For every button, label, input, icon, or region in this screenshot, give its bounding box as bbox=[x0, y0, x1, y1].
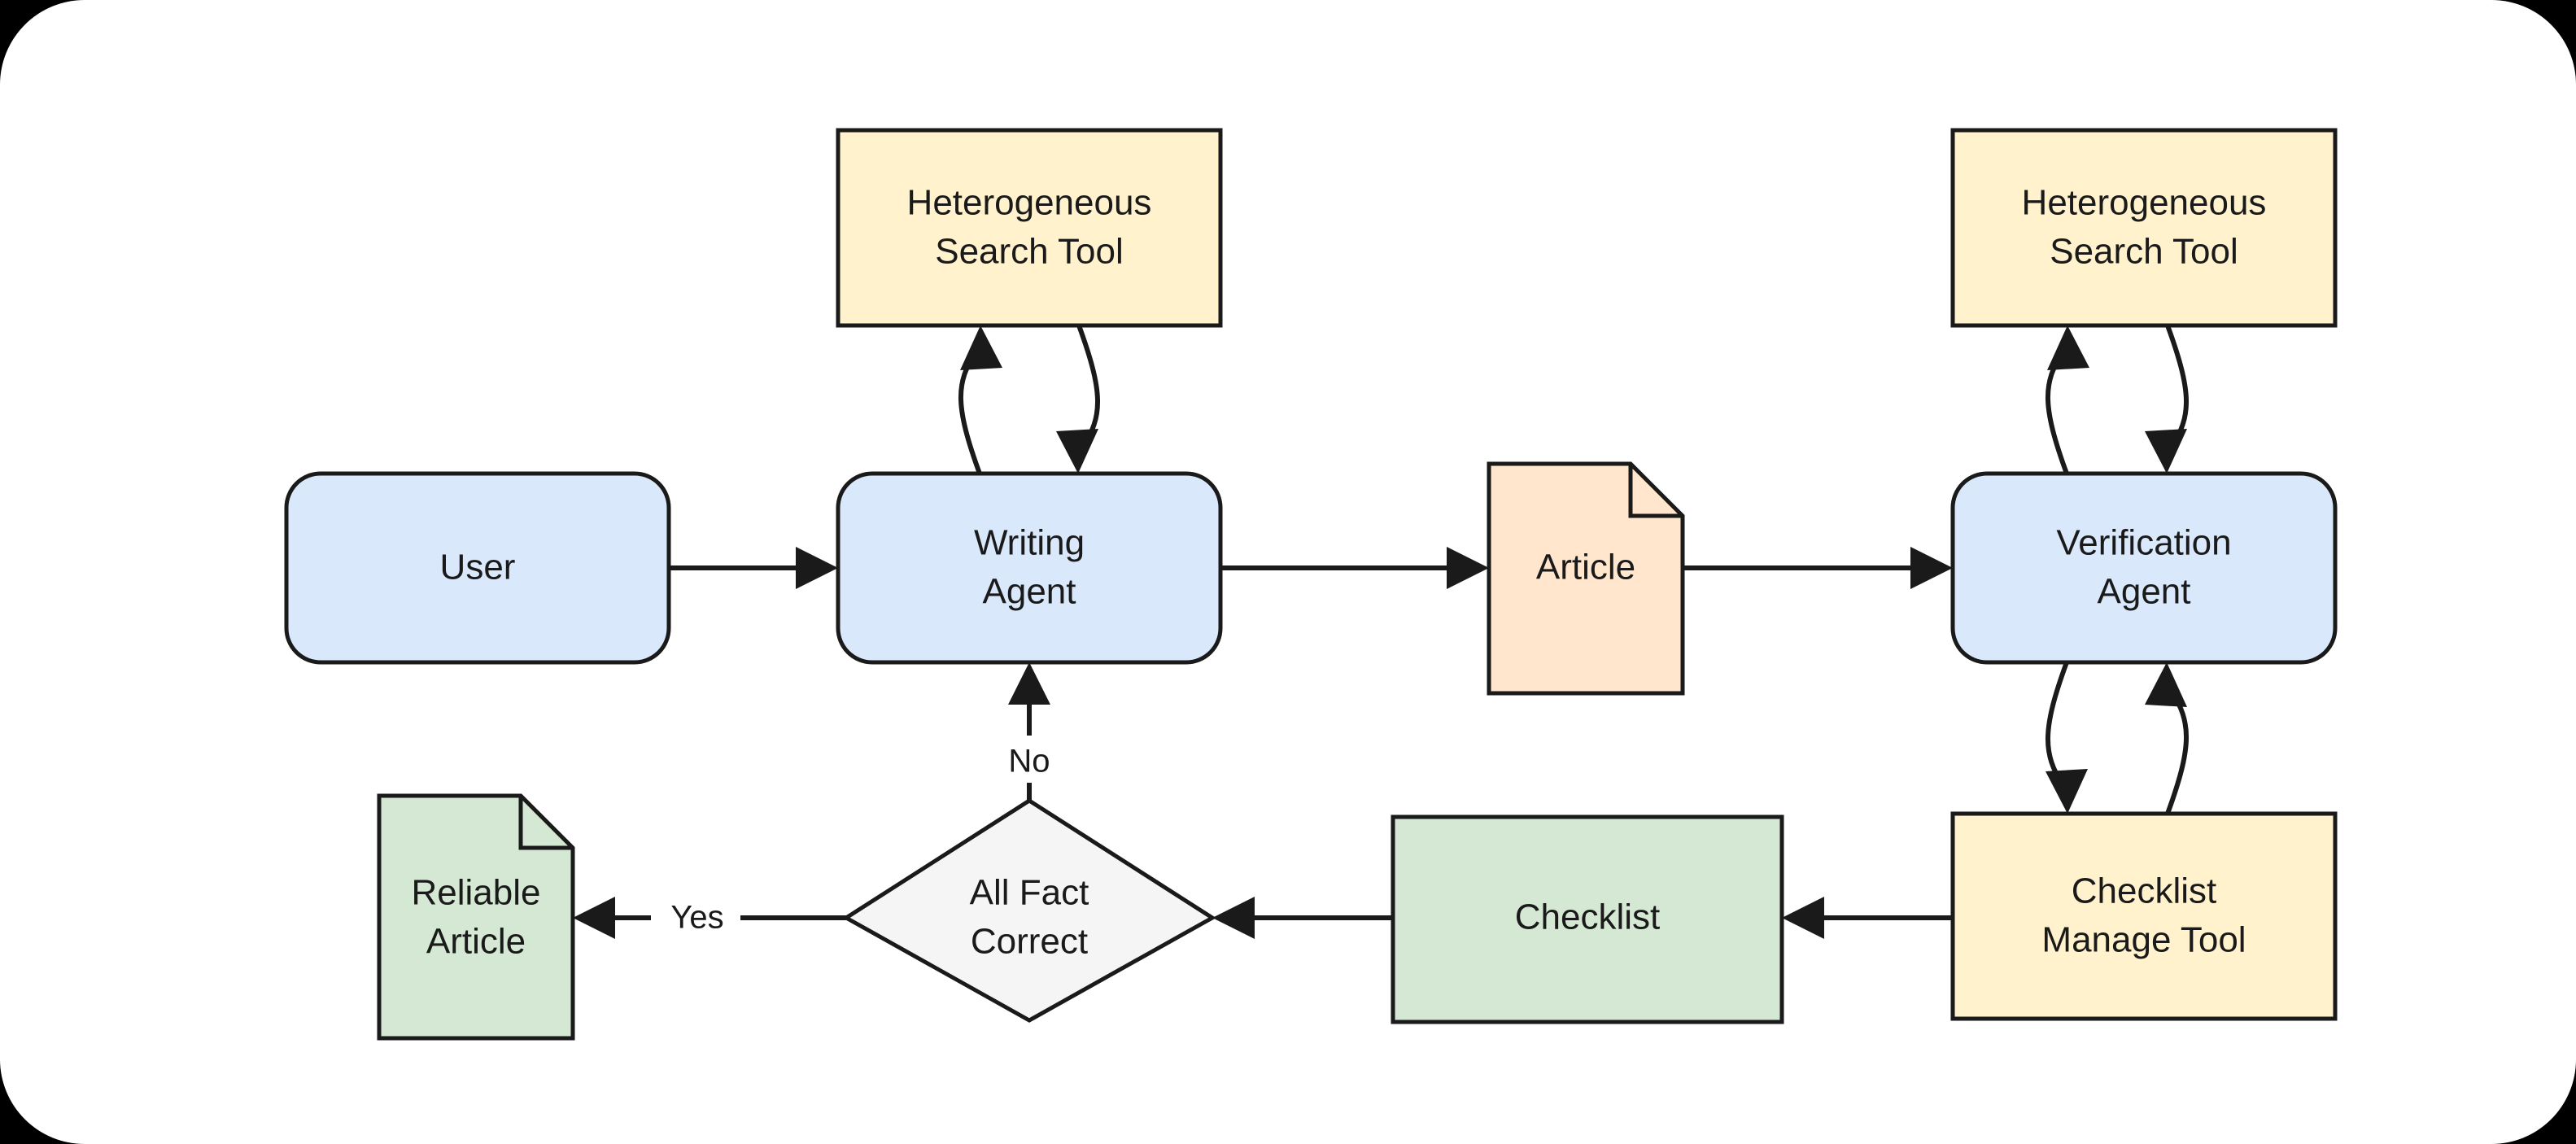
node-user-label: User bbox=[440, 548, 516, 587]
node-verification-agent[interactable]: Verification Agent bbox=[1950, 471, 2338, 665]
node-all-fact-correct-label-line1: All Fact bbox=[970, 873, 1089, 913]
node-article-label: Article bbox=[1536, 548, 1635, 587]
node-reliable-article-label-line2: Article bbox=[426, 922, 526, 962]
edge-checklist-to-decision[interactable] bbox=[1212, 897, 1393, 939]
edge-label-yes: Yes bbox=[670, 900, 723, 936]
edge-decision-to-writing-agent[interactable]: No bbox=[1008, 662, 1050, 801]
edge-search-tool-to-writing-agent[interactable] bbox=[1056, 324, 1100, 474]
edge-label-no: No bbox=[1008, 744, 1050, 779]
edge-article-to-verification-agent[interactable] bbox=[1683, 547, 1953, 589]
node-search-tool-left[interactable]: Heterogeneous Search Tool bbox=[836, 128, 1223, 328]
node-writing-agent-label-line1: Writing bbox=[974, 523, 1085, 563]
edge-checklist-tool-to-checklist[interactable] bbox=[1782, 897, 1953, 939]
edges-layer: Yes No bbox=[573, 324, 2189, 939]
node-user[interactable]: User bbox=[284, 471, 671, 665]
edge-writing-agent-to-article[interactable] bbox=[1220, 547, 1489, 589]
node-search-tool-right-label-line2: Search Tool bbox=[2050, 232, 2238, 272]
node-checklist-label: Checklist bbox=[1515, 897, 1661, 937]
edge-verification-agent-to-search-tool[interactable] bbox=[2046, 325, 2089, 475]
edge-user-to-writing-agent[interactable] bbox=[669, 547, 838, 589]
node-search-tool-left-label-line1: Heterogeneous bbox=[907, 183, 1152, 223]
node-verification-agent-label-line1: Verification bbox=[2056, 523, 2231, 563]
node-verification-agent-label-line2: Agent bbox=[2098, 572, 2191, 612]
node-checklist-manage-tool-label-line2: Manage Tool bbox=[2041, 920, 2246, 960]
edge-search-tool-to-verification-agent[interactable] bbox=[2145, 324, 2189, 474]
edge-writing-agent-to-search-tool[interactable] bbox=[958, 325, 1002, 475]
edge-verification-agent-to-checklist-tool[interactable] bbox=[2046, 661, 2088, 814]
node-search-tool-right-label-line1: Heterogeneous bbox=[2022, 183, 2267, 223]
node-reliable-article[interactable]: Reliable Article bbox=[377, 793, 575, 1041]
node-search-tool-left-label-line2: Search Tool bbox=[935, 232, 1124, 272]
node-search-tool-right[interactable]: Heterogeneous Search Tool bbox=[1950, 128, 2338, 328]
edge-decision-to-reliable-article[interactable]: Yes bbox=[573, 897, 846, 939]
node-all-fact-correct[interactable]: All Fact Correct bbox=[842, 798, 1216, 1023]
node-article[interactable]: Article bbox=[1487, 461, 1685, 696]
node-checklist-manage-tool[interactable]: Checklist Manage Tool bbox=[1950, 811, 2338, 1021]
nodes-layer: User Heterogeneous Search Tool Writing A… bbox=[284, 128, 2338, 1041]
node-reliable-article-label-line1: Reliable bbox=[412, 873, 541, 913]
node-checklist-manage-tool-label-line1: Checklist bbox=[2072, 871, 2217, 911]
node-writing-agent[interactable]: Writing Agent bbox=[836, 471, 1223, 665]
edge-checklist-tool-to-verification-agent[interactable] bbox=[2145, 662, 2189, 815]
node-checklist[interactable]: Checklist bbox=[1391, 814, 1784, 1024]
node-writing-agent-label-line2: Agent bbox=[983, 572, 1076, 612]
node-all-fact-correct-label-line2: Correct bbox=[971, 922, 1088, 962]
